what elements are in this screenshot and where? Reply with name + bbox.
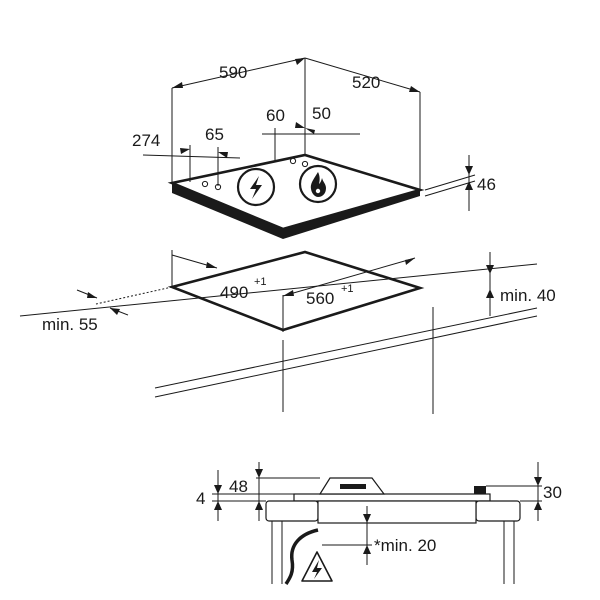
worktop-front-edge [154, 307, 538, 389]
dim-hob-depth: 520 [352, 73, 380, 92]
worktop-front-edge-lower [154, 315, 538, 398]
dim-section-left: 48 [229, 477, 248, 496]
dim-min-right: min. 40 [500, 286, 556, 305]
dim-burner-gap-left: 60 [266, 106, 285, 125]
section-view [212, 462, 542, 585]
section-hob-plate [293, 493, 491, 502]
dim-min-front: min. 55 [42, 315, 98, 334]
dim-burner-gap-right: 50 [312, 104, 331, 123]
dim-cutout-depth-tolerance: +1 [254, 276, 267, 288]
section-control-knob [474, 486, 486, 494]
section-worktop-left [265, 500, 319, 522]
electrical-hazard-warning-icon [301, 551, 333, 582]
dim-cutout-depth: 490 [220, 283, 248, 302]
electric-bolt-icon [250, 176, 262, 199]
worktop-cutout [167, 250, 425, 332]
hob-unit [167, 153, 425, 239]
dim-hob-height: 46 [477, 175, 496, 194]
hob-dimensions [142, 57, 476, 211]
dim-cutout-width: 560 [306, 289, 334, 308]
dim-section-left-small: 4 [196, 489, 205, 508]
gas-burner [298, 164, 338, 204]
worktop-back-edge [19, 263, 538, 317]
dim-cutout-width-tolerance: +1 [341, 283, 354, 295]
worktop [19, 250, 538, 414]
hob-top-surface [167, 153, 425, 231]
section-worktop-right [475, 500, 521, 522]
dim-rear-offset: 274 [132, 131, 160, 150]
cutout-dimensions [76, 250, 494, 332]
dim-control-offset: 65 [205, 125, 224, 144]
hob-front-edge [172, 183, 283, 239]
section-power-cable [284, 528, 319, 585]
control-knob-right [289, 157, 297, 165]
dim-section-right: 30 [543, 483, 562, 502]
electric-hotplate [236, 167, 276, 207]
control-knob-left [201, 180, 209, 188]
section-hob-body [317, 500, 477, 524]
dim-section-below: *min. 20 [374, 536, 436, 555]
hob-right-edge [283, 190, 420, 239]
control-knob-right-2 [301, 160, 309, 168]
gas-flame-icon [310, 172, 326, 197]
dim-hob-width: 590 [219, 63, 247, 82]
